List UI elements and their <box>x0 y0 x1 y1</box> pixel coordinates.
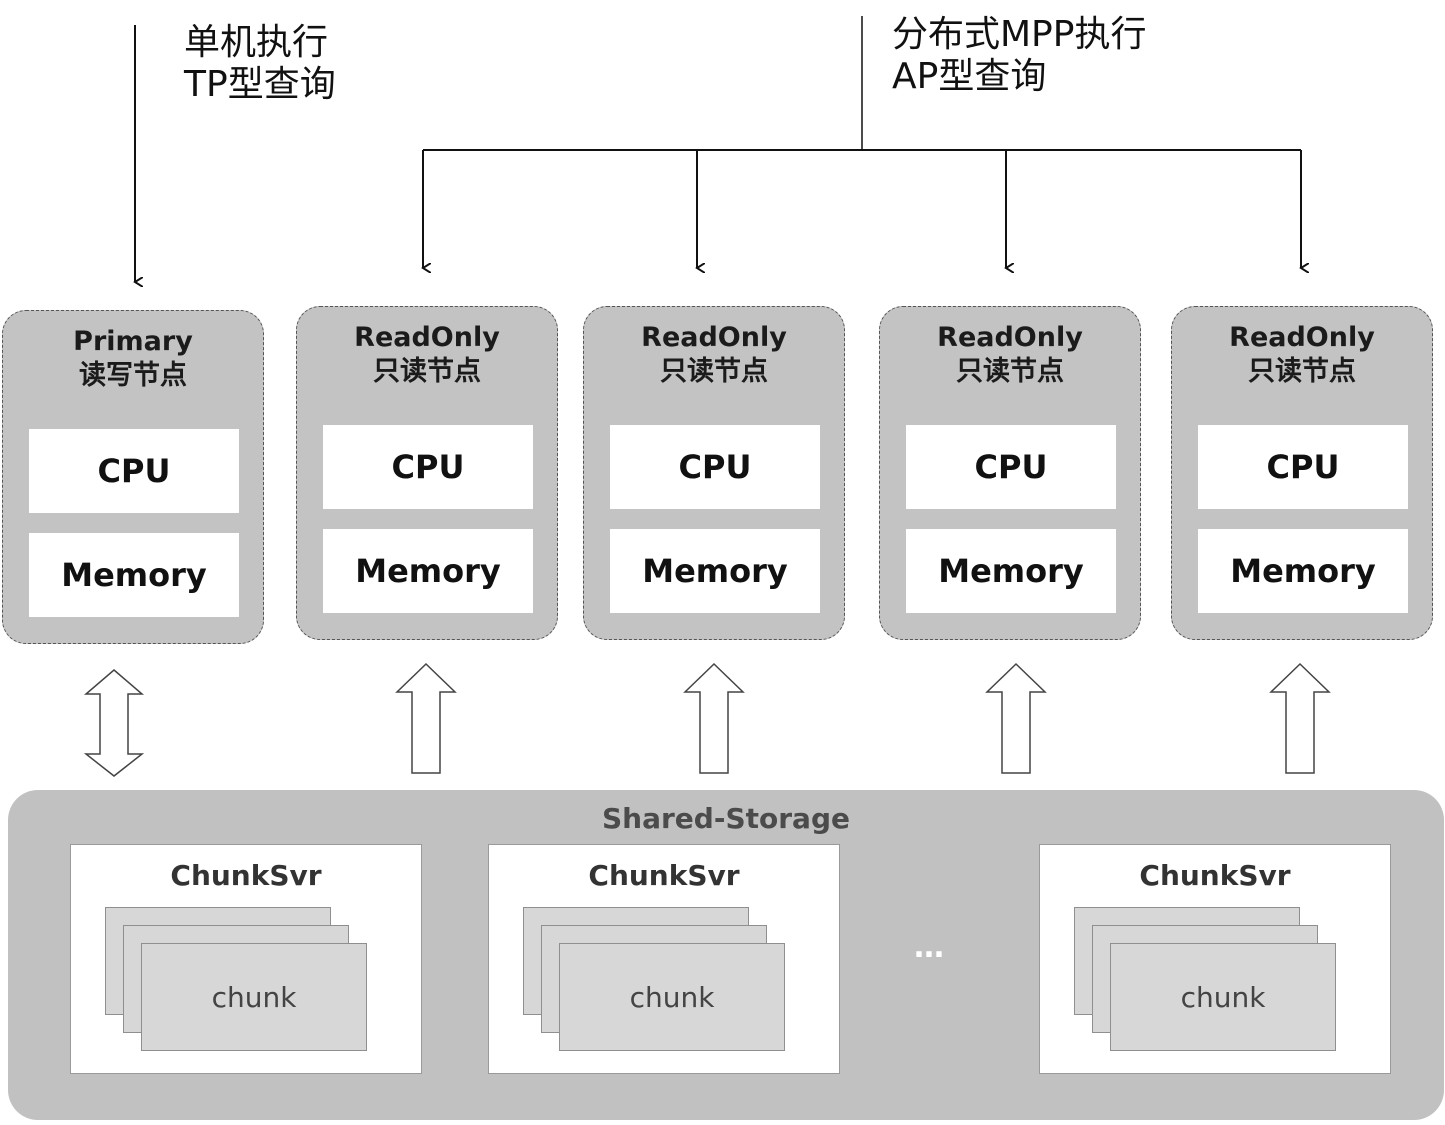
storage-to-readonly-arrow-3 <box>985 662 1047 774</box>
node-title: ReadOnly 只读节点 <box>297 321 557 389</box>
cpu-box: CPU <box>1198 425 1408 509</box>
chunk-box: chunk <box>559 943 785 1051</box>
storage-title: Shared-Storage <box>602 802 850 835</box>
readonly-node-4: ReadOnly 只读节点 CPU Memory <box>1171 306 1433 640</box>
cpu-box: CPU <box>29 429 239 513</box>
tp-label-line2: TP型查询 <box>184 64 336 105</box>
chunk-server-1: ChunkSvr chunk <box>70 844 422 1074</box>
node-title: ReadOnly 只读节点 <box>584 321 844 389</box>
chunk-box: chunk <box>141 943 367 1051</box>
node-role: 只读节点 <box>1248 356 1356 387</box>
primary-storage-double-arrow <box>83 669 145 777</box>
node-title: Primary 读写节点 <box>3 325 263 393</box>
chunk-box: chunk <box>1110 943 1336 1051</box>
node-role: 读写节点 <box>79 360 187 391</box>
memory-box: Memory <box>1198 529 1408 613</box>
node-role: 只读节点 <box>660 356 768 387</box>
chunk-server-title: ChunkSvr <box>588 859 740 892</box>
readonly-node-1: ReadOnly 只读节点 CPU Memory <box>296 306 558 640</box>
node-name: ReadOnly <box>641 322 787 353</box>
cpu-box: CPU <box>906 425 1116 509</box>
memory-box: Memory <box>29 533 239 617</box>
ap-label-line1: 分布式MPP执行 <box>892 14 1147 55</box>
storage-to-readonly-arrow-4 <box>1269 662 1331 774</box>
node-title: ReadOnly 只读节点 <box>880 321 1140 389</box>
chunk-server-title: ChunkSvr <box>170 859 322 892</box>
storage-to-readonly-arrow-2 <box>683 662 745 774</box>
memory-box: Memory <box>323 529 533 613</box>
chunk-server-3: ChunkSvr chunk <box>1039 844 1391 1074</box>
storage-to-readonly-arrow-1 <box>395 662 457 774</box>
node-title: ReadOnly 只读节点 <box>1172 321 1432 389</box>
ap-label-line2: AP型查询 <box>892 56 1047 97</box>
chunk-server-title: ChunkSvr <box>1139 859 1291 892</box>
shared-storage: Shared-Storage ChunkSvr chunk ChunkSvr c… <box>8 790 1444 1120</box>
node-role: 只读节点 <box>373 356 481 387</box>
node-role: 只读节点 <box>956 356 1064 387</box>
node-name: Primary <box>73 326 193 357</box>
more-servers-ellipsis: … <box>914 930 946 965</box>
chunk-server-2: ChunkSvr chunk <box>488 844 840 1074</box>
cpu-box: CPU <box>610 425 820 509</box>
node-name: ReadOnly <box>354 322 500 353</box>
memory-box: Memory <box>906 529 1116 613</box>
node-name: ReadOnly <box>937 322 1083 353</box>
cpu-box: CPU <box>323 425 533 509</box>
readonly-node-2: ReadOnly 只读节点 CPU Memory <box>583 306 845 640</box>
readonly-node-3: ReadOnly 只读节点 CPU Memory <box>879 306 1141 640</box>
node-name: ReadOnly <box>1229 322 1375 353</box>
memory-box: Memory <box>610 529 820 613</box>
primary-node: Primary 读写节点 CPU Memory <box>2 310 264 644</box>
tp-label-line1: 单机执行 <box>184 22 329 63</box>
